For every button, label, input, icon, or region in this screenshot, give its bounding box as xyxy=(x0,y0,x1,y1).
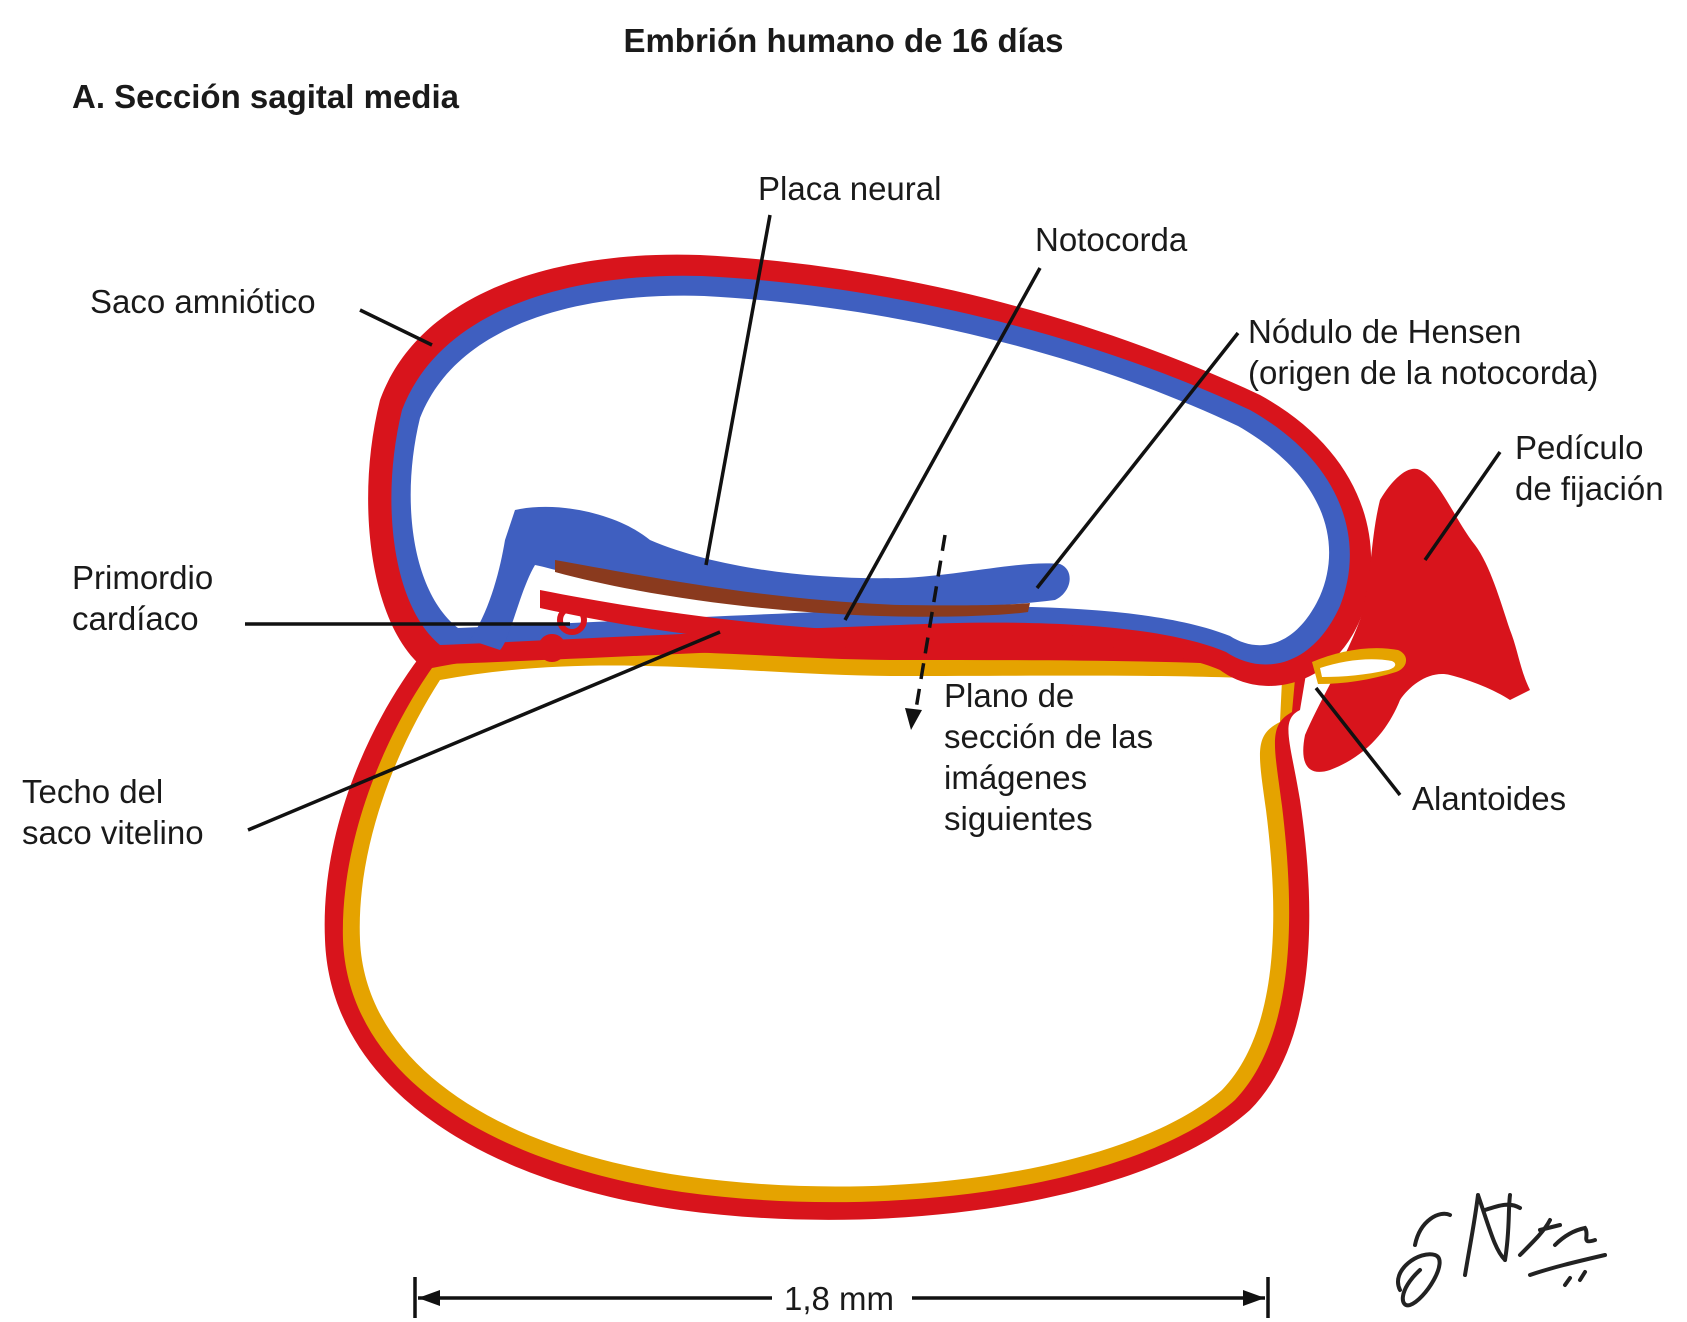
label-plano-line4: siguientes xyxy=(944,798,1153,839)
label-nodulo-hensen: Nódulo de Hensen (origen de la notocorda… xyxy=(1248,311,1598,393)
label-techo-vitelino: Techo del saco vitelino xyxy=(22,771,204,853)
label-primordio-line1: Primordio xyxy=(72,557,213,598)
label-placa-neural: Placa neural xyxy=(758,168,941,209)
scale-bar-label: 1,8 mm xyxy=(784,1278,894,1319)
label-plano-line3: imágenes xyxy=(944,757,1153,798)
label-alantoides: Alantoides xyxy=(1412,778,1566,819)
label-plano-seccion: Plano de sección de las imágenes siguien… xyxy=(944,675,1153,839)
label-notocorda: Notocorda xyxy=(1035,219,1187,260)
label-pediculo-line2: de fijación xyxy=(1515,468,1664,509)
label-techo-line1: Techo del xyxy=(22,771,204,812)
label-nodulo-hensen-line1: Nódulo de Hensen xyxy=(1248,311,1598,352)
label-plano-line2: sección de las xyxy=(944,716,1153,757)
label-saco-amniotico: Saco amniótico xyxy=(90,281,316,322)
leader-saco-amniotico xyxy=(360,310,432,345)
label-primordio-line2: cardíaco xyxy=(72,598,213,639)
netter-signature xyxy=(1380,1150,1620,1310)
label-plano-line1: Plano de xyxy=(944,675,1153,716)
label-pediculo: Pedículo de fijación xyxy=(1515,427,1664,509)
diagram-title: Embrión humano de 16 días xyxy=(0,22,1687,60)
diagram-subtitle: A. Sección sagital media xyxy=(72,78,459,116)
label-techo-line2: saco vitelino xyxy=(22,812,204,853)
label-primordio: Primordio cardíaco xyxy=(72,557,213,639)
label-pediculo-line1: Pedículo xyxy=(1515,427,1664,468)
label-nodulo-hensen-line2: (origen de la notocorda) xyxy=(1248,352,1598,393)
